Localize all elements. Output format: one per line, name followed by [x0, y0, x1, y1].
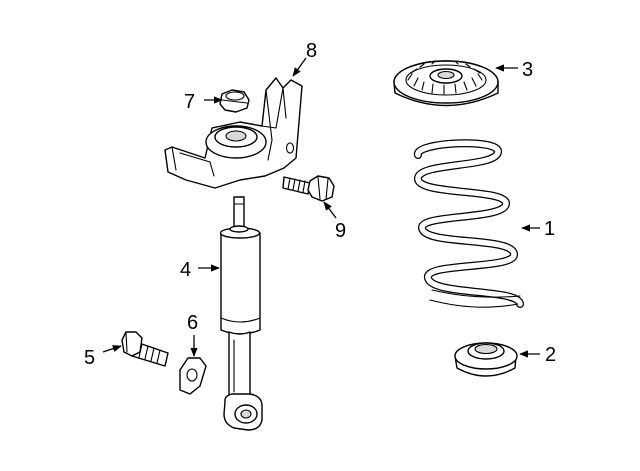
- callout-6: 6: [187, 312, 198, 334]
- callout-7: 7: [184, 91, 195, 113]
- lower-spring-seat: [454, 342, 518, 377]
- coil-spring: [414, 139, 524, 308]
- shock-absorber: [219, 196, 263, 431]
- washer-plate: [179, 357, 207, 395]
- callout-3: 3: [522, 59, 533, 81]
- callout-4: 4: [180, 259, 191, 281]
- leader-9: [323, 201, 337, 219]
- upper-spring-seat: [393, 60, 499, 107]
- leader-5: [102, 345, 122, 353]
- leader-lines: [102, 57, 540, 358]
- bolt-upper: [282, 175, 335, 202]
- callout-1: 1: [544, 218, 555, 240]
- callout-labels: 1 2 3 4 5 6 7 8 9: [84, 40, 556, 369]
- callout-2: 2: [545, 344, 556, 366]
- callout-8: 8: [306, 40, 317, 62]
- leader-8: [292, 57, 307, 77]
- upper-mount-bracket: [164, 77, 303, 189]
- nut: [219, 89, 250, 113]
- bolt-lower: [121, 331, 169, 367]
- callout-5: 5: [84, 347, 95, 369]
- callout-9: 9: [335, 220, 346, 242]
